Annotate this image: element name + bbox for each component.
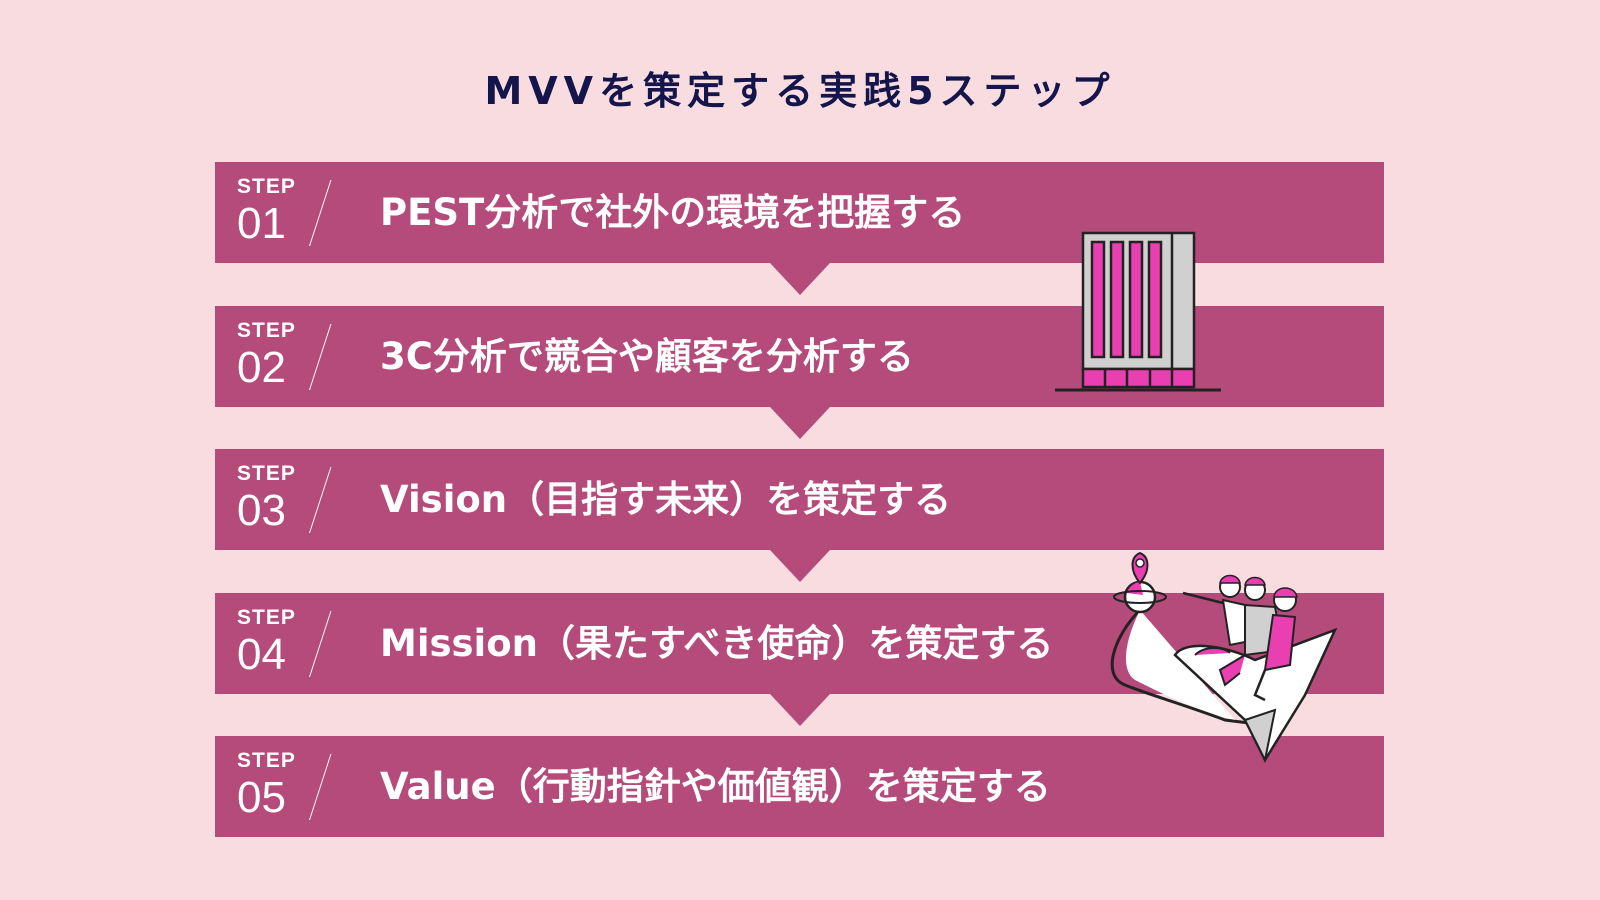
step-label: STEP (237, 175, 296, 198)
building-illustration (1055, 231, 1221, 392)
slash-divider (309, 754, 332, 820)
down-arrow-icon (770, 407, 830, 439)
step-text: 3C分析で競合や顧客を分析する (380, 335, 914, 378)
step-01: STEP 01 PEST分析で社外の環境を把握する (215, 162, 1384, 263)
step-text: Vision（目指す未来）を策定する (380, 478, 952, 521)
step-number: 04 (237, 630, 286, 679)
step-text: Mission（果たすべき使命）を策定する (380, 622, 1054, 665)
slash-divider (309, 180, 332, 246)
step-label: STEP (237, 462, 296, 485)
down-arrow-icon (770, 550, 830, 582)
step-text: PEST分析で社外の環境を把握する (380, 191, 966, 234)
step-label: STEP (237, 749, 296, 772)
step-number: 02 (237, 343, 286, 392)
down-arrow-icon (770, 694, 830, 726)
slash-divider (309, 467, 332, 533)
people-on-paper-plane-illustration (1110, 551, 1338, 764)
step-05: STEP 05 Value（行動指針や価値観）を策定する (215, 736, 1384, 837)
step-number: 03 (237, 486, 286, 535)
step-number: 01 (237, 199, 286, 248)
down-arrow-icon (770, 263, 830, 295)
step-label: STEP (237, 319, 296, 342)
step-text: Value（行動指針や価値観）を策定する (380, 765, 1051, 808)
page-title: MVVを策定する実践5ステップ (484, 69, 1116, 113)
slash-divider (309, 611, 332, 677)
step-03: STEP 03 Vision（目指す未来）を策定する (215, 449, 1384, 550)
step-number: 05 (237, 773, 286, 822)
step-label: STEP (237, 606, 296, 629)
slash-divider (309, 324, 332, 390)
